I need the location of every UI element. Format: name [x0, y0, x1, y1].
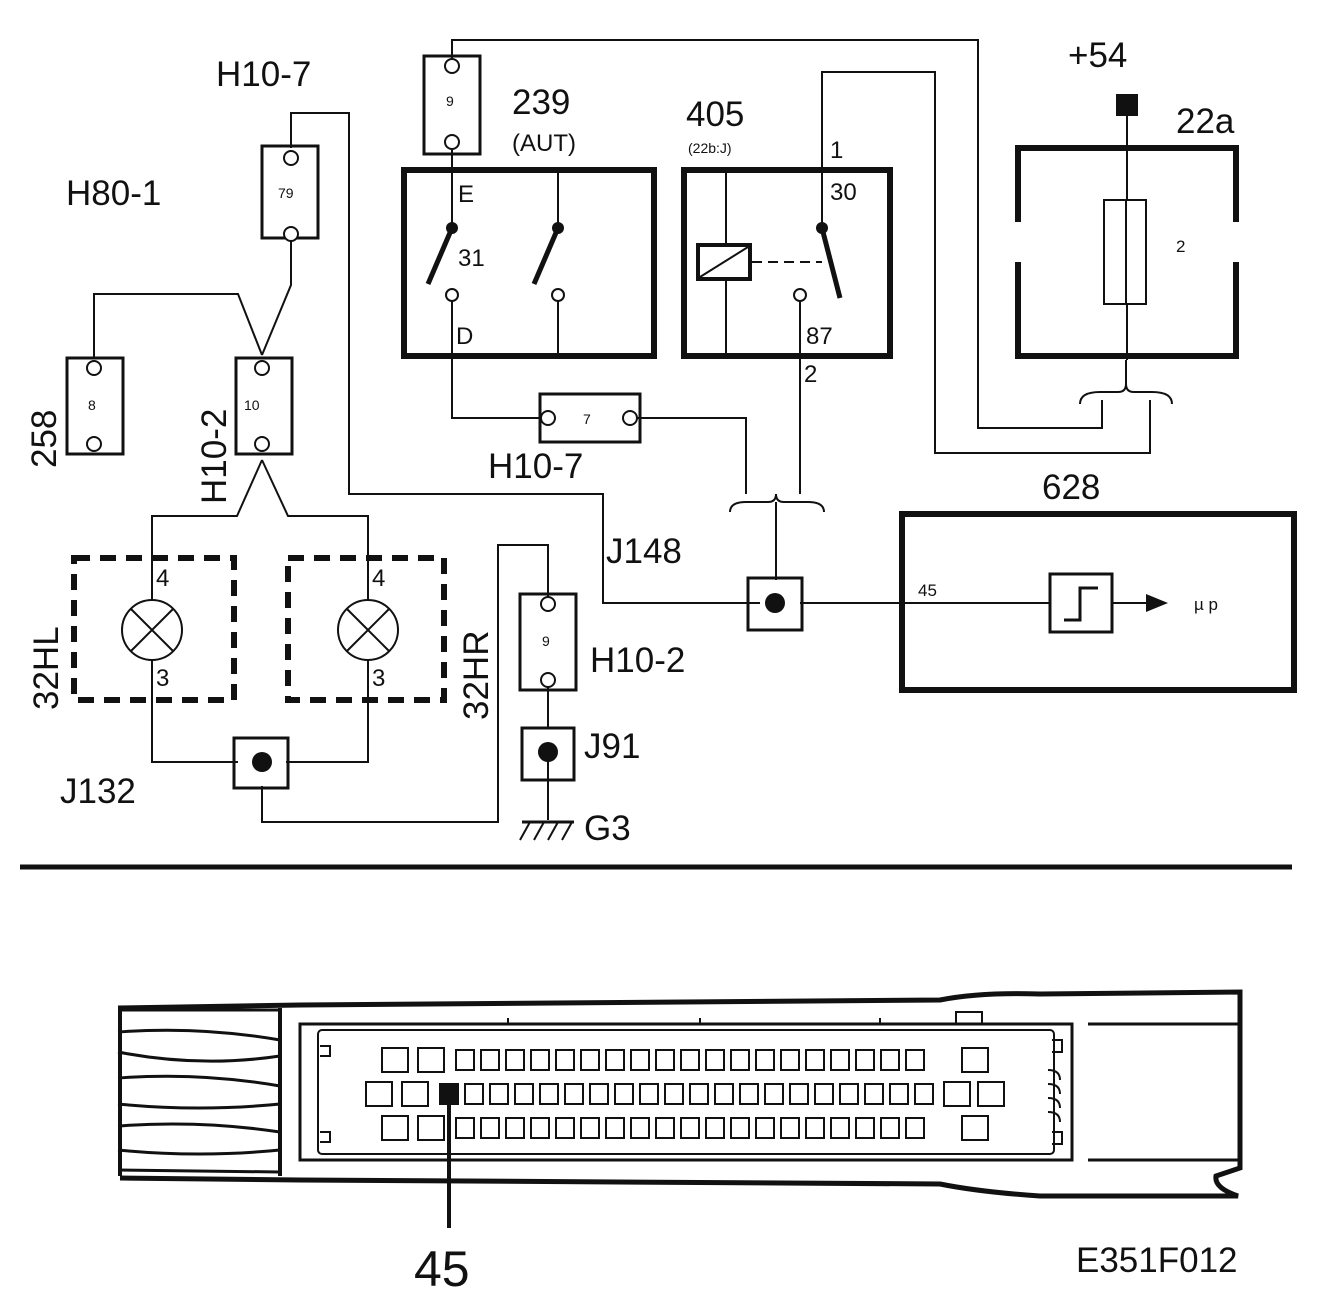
splice-j148: [746, 576, 804, 632]
connector-pin-number: 8: [88, 397, 96, 413]
lamp-32hr: 4 3: [285, 555, 447, 703]
lamp-32hl: 4 3: [71, 555, 237, 703]
ecu-connector-illustration: [117, 989, 1243, 1228]
component-labels: H10-7 H80-1 239 (AUT) 405 (22b:J) +54 22…: [25, 36, 1235, 848]
fuse-number: 2: [1176, 237, 1185, 256]
label-239-aut: (AUT): [512, 130, 576, 157]
pin-label-30: 30: [830, 179, 857, 206]
connector-h10-2-left: 10: [234, 356, 294, 456]
label-j91: J91: [584, 727, 640, 766]
label-258: 258: [25, 410, 64, 468]
connector-pin-number: 79: [278, 185, 294, 201]
label-h10-2-left: H10-2: [195, 409, 234, 504]
pin-label-2: 2: [804, 361, 817, 388]
pin-row-bottom: [381, 1115, 989, 1141]
ground-icon: [519, 820, 574, 841]
label-h10-2-right: H10-2: [590, 641, 685, 680]
component-22a-fuse: 2: [1015, 94, 1239, 360]
pin-label-45: 45: [918, 581, 937, 600]
pin-label-4: 4: [156, 565, 169, 592]
pin-label-1: 1: [830, 137, 843, 164]
splice-j91: [520, 726, 576, 782]
component-239-switch: E 31 D: [401, 150, 657, 359]
label-plus54: +54: [1068, 36, 1127, 75]
pin-label-d: D: [456, 323, 473, 350]
figure-code: E351F012: [1076, 1241, 1238, 1280]
connector-pin-number: 9: [446, 93, 454, 109]
label-405-sub: (22b:J): [688, 140, 732, 156]
label-32hr: 32HR: [457, 631, 496, 720]
label-h10-7-top: H10-7: [216, 55, 311, 94]
label-22a: 22a: [1176, 102, 1235, 141]
label-628: 628: [1042, 468, 1100, 507]
connector-pin-number: 10: [244, 397, 260, 413]
connector-239: 9: [422, 54, 482, 156]
pin-45-highlight: [439, 1083, 459, 1105]
pin-label-3: 3: [156, 665, 169, 692]
component-628-module: 45 µ p: [899, 511, 1297, 693]
label-239: 239: [512, 83, 570, 122]
label-h80-1: H80-1: [66, 174, 161, 213]
pin-row-top: [381, 1047, 989, 1073]
label-j148: J148: [606, 532, 682, 571]
label-405: 405: [686, 95, 744, 134]
wires: [93, 39, 1173, 823]
pin-label-3: 3: [372, 665, 385, 692]
pin-row-middle: [365, 1081, 1005, 1107]
output-label: µ p: [1194, 595, 1218, 614]
label-pin-45: 45: [414, 1241, 470, 1297]
label-j132: J132: [60, 772, 136, 811]
splice-j132: [232, 736, 290, 790]
pin-label-31: 31: [458, 245, 485, 272]
connector-h10-7-top: 79: [260, 144, 320, 242]
connector-pin-number: 9: [542, 633, 550, 649]
connector-pin-number: 7: [583, 411, 591, 427]
label-32hl: 32HL: [27, 626, 66, 710]
connector-258: 8: [65, 356, 125, 456]
pin-label-4: 4: [372, 565, 385, 592]
pin-label-e: E: [458, 181, 474, 208]
component-405-relay: 1 30 87 2: [681, 137, 893, 388]
pin-label-87: 87: [806, 323, 833, 350]
label-g3: G3: [584, 809, 631, 848]
label-h10-7-mid: H10-7: [488, 447, 583, 486]
connector-h10-2-right: 9: [518, 592, 578, 692]
connector-h10-7-mid: 7: [538, 392, 642, 444]
